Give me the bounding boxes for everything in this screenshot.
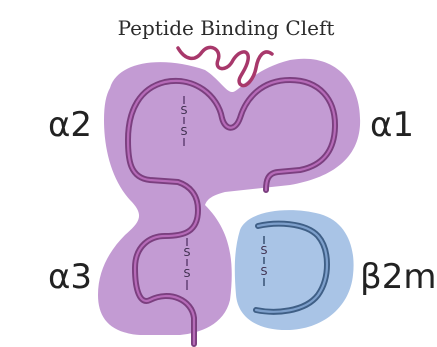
disulfide-s-label: S (181, 125, 188, 138)
disulfide-s-label: S (261, 265, 268, 278)
peptide-binding-cleft-caption: Peptide Binding Cleft (118, 16, 335, 40)
disulfide-s-label: S (184, 267, 191, 280)
alpha3-label: α3 (48, 257, 92, 297)
alpha2-label: α2 (48, 105, 92, 145)
disulfide-s-label: S (181, 104, 188, 117)
alpha1-label: α1 (370, 105, 414, 145)
disulfide-s-label: S (184, 246, 191, 259)
disulfide-s-label: S (261, 244, 268, 257)
b2m-label: β2m (360, 257, 436, 297)
